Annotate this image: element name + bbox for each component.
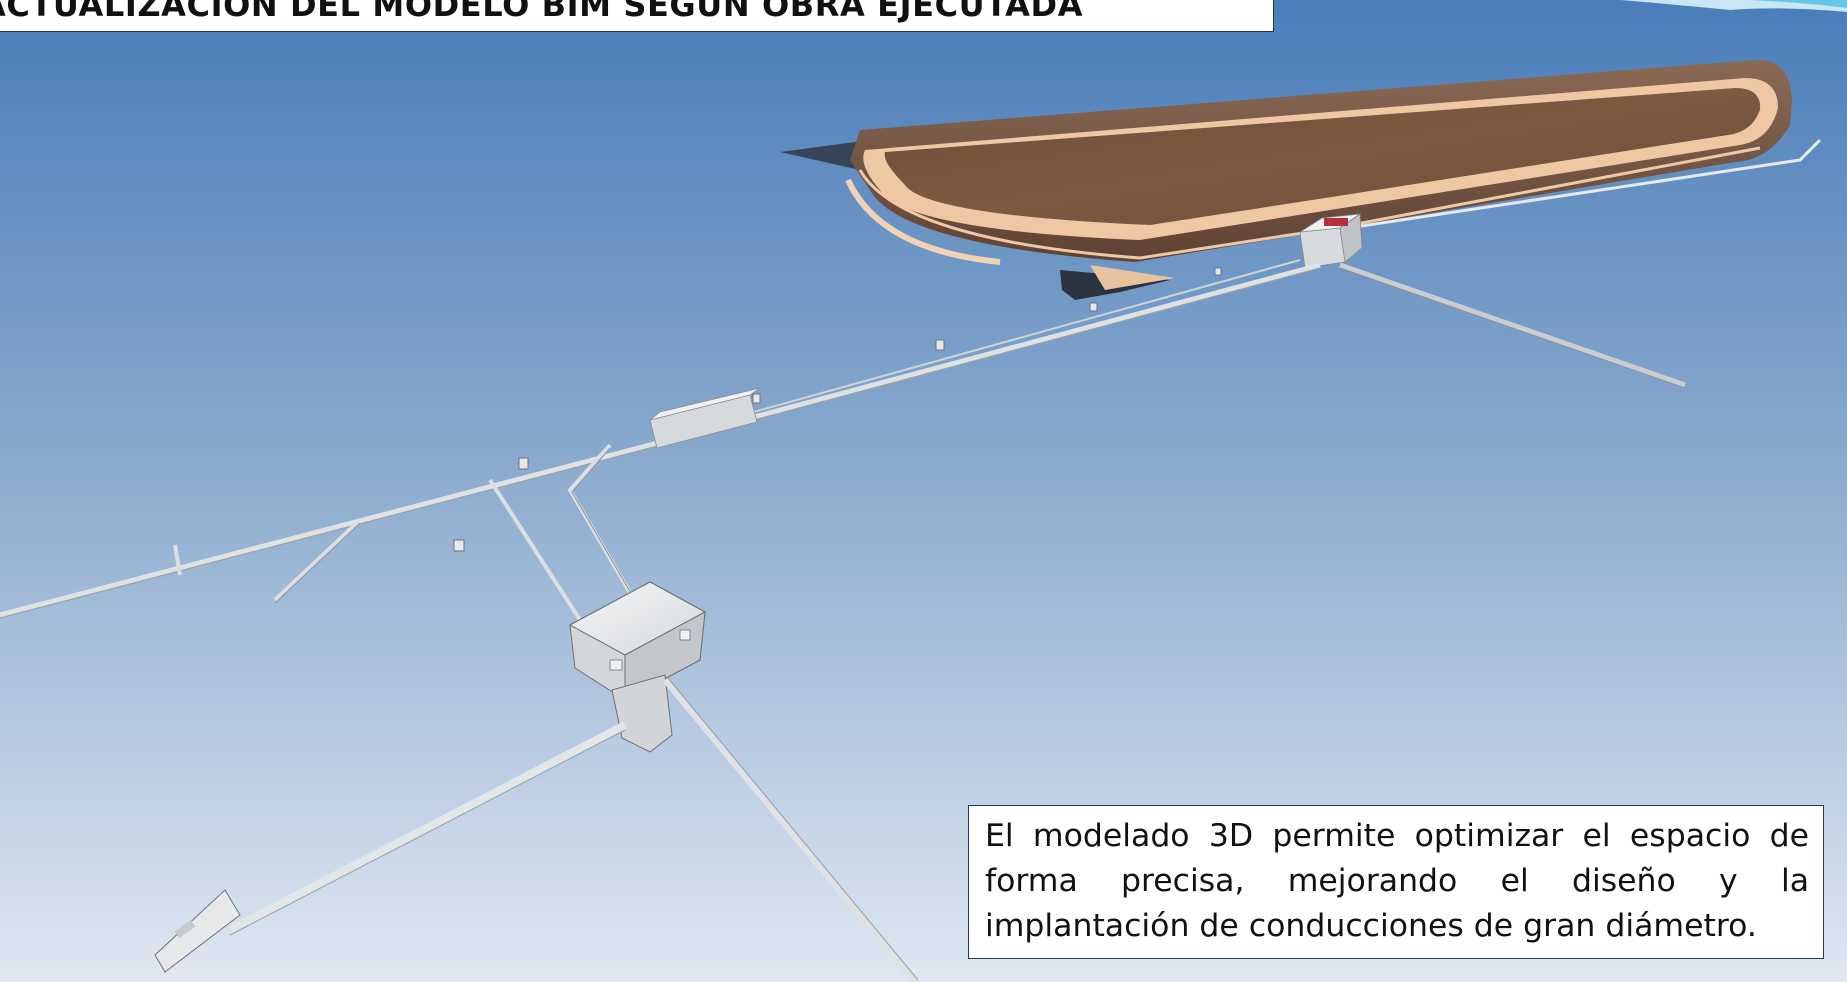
caption-box: El modelado 3D permite optimizar el espa… xyxy=(968,805,1824,959)
outfall-pipes xyxy=(154,677,919,982)
main-pipeline xyxy=(0,259,1321,619)
manholes xyxy=(453,267,1222,552)
corner-accent-shape xyxy=(1620,0,1847,12)
drain-pipe xyxy=(1339,262,1686,388)
pumping-station xyxy=(568,581,707,753)
caption-text: El modelado 3D permite optimizar el espa… xyxy=(985,818,1809,944)
slide-title-box: ACTUALIZACIÓN DEL MODELO BIM SEGÚN OBRA … xyxy=(0,0,1274,32)
reservoir-tank xyxy=(780,59,1822,300)
box-culvert xyxy=(649,387,761,449)
slide-title: ACTUALIZACIÓN DEL MODELO BIM SEGÚN OBRA … xyxy=(0,0,1084,24)
valve-chamber-upper xyxy=(1299,213,1363,269)
branch-pipes xyxy=(173,443,642,622)
